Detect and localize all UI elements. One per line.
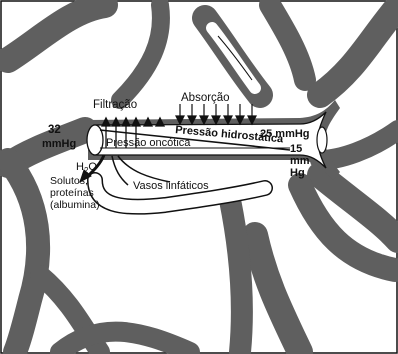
label-filtracao: Filtração [93,99,137,111]
label-venous-end-pressure: 25 mmHg [260,128,310,140]
label-venous-pressure-value: 15 [290,143,302,155]
label-arterial-pressure-unit: mmHg [42,138,76,150]
label-proteinas: proteínas [50,187,94,199]
label-pressao-oncotica: Pressão oncótica [106,137,191,149]
label-absorcao: Absorção [181,92,230,104]
label-venous-pressure-unit-1: mm [290,155,310,167]
capillary-venous-end [317,127,327,153]
label-albumina: (albumina) [50,199,100,211]
label-arterial-pressure-value: 32 [48,124,61,136]
label-solutos: Solutos, [50,175,88,187]
label-venous-pressure-unit-2: Hg [290,167,305,179]
label-vasos-linfaticos: Vasos linfáticos [133,180,209,192]
